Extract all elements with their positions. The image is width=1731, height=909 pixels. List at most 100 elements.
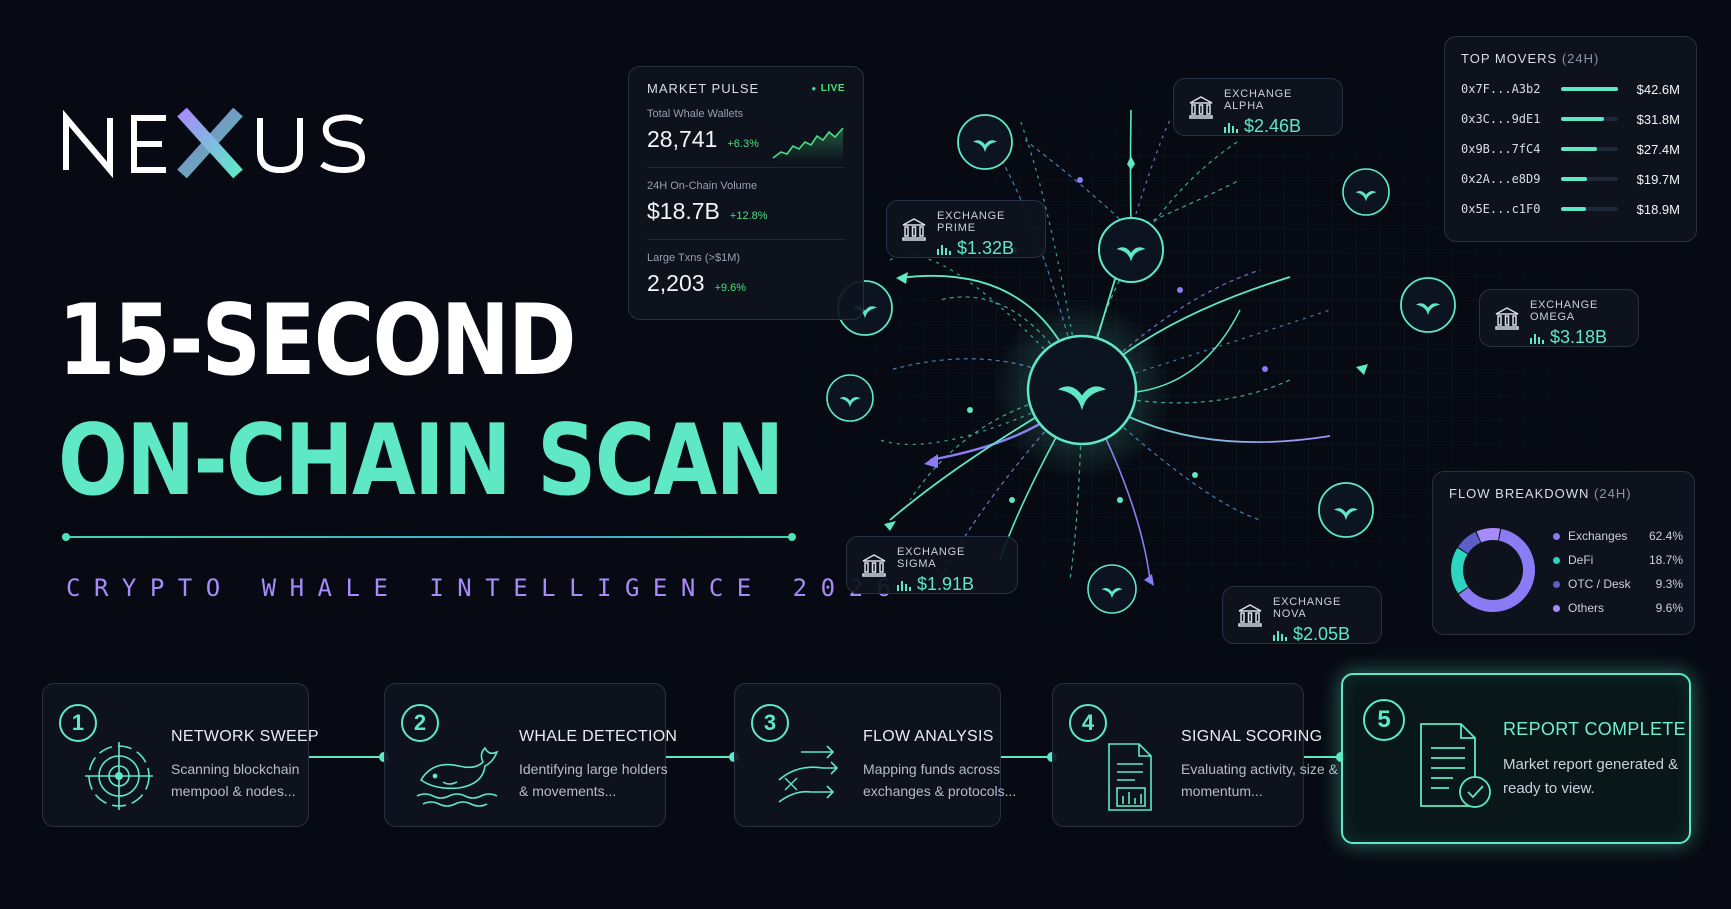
- legend-value: 18.7%: [1648, 553, 1683, 567]
- exchange-card-omega[interactable]: EXCHANGE OMEGA $3.18B: [1479, 289, 1639, 347]
- step-number: 2: [401, 704, 439, 742]
- step-description: Market report generated & ready to view.: [1503, 756, 1679, 797]
- flow-breakdown-period: (24H): [1594, 486, 1632, 501]
- top-mover-row[interactable]: 0x2A...e8D9 $19.7M: [1461, 164, 1680, 194]
- stat-change: +12.8%: [729, 210, 768, 222]
- exchange-name: EXCHANGE SIGMA: [897, 546, 966, 570]
- volume-bar-fill: [1561, 177, 1588, 181]
- exchange-value: $1.91B: [917, 574, 975, 594]
- volume-bar-fill: [1561, 207, 1587, 211]
- flow-breakdown-title: FLOW BREAKDOWN (24H): [1449, 486, 1678, 501]
- stat-row: 24H On-Chain Volume $18.7B+12.8%: [647, 168, 845, 240]
- headline-line-1: 15-SECOND: [58, 284, 576, 398]
- nexus-logo: [62, 107, 382, 179]
- wallet-address: 0x3C...9dE1: [1461, 112, 1541, 126]
- bank-icon: [862, 554, 886, 577]
- exchange-name: EXCHANGE ALPHA: [1224, 88, 1293, 112]
- step-signal-scoring[interactable]: 4 SIGNAL SCORING Evaluating activity, si…: [1052, 683, 1338, 827]
- bank-icon: [1495, 307, 1519, 330]
- step-flow-analysis[interactable]: 3 FLOW ANALYSIS Mapping funds across exc…: [734, 683, 1016, 827]
- bar-chart-icon: [937, 244, 951, 255]
- sparkline-chart: [772, 127, 844, 162]
- step-whale-detection[interactable]: 2 WHALE DETECTION Identifying large hold…: [384, 683, 677, 827]
- top-mover-row[interactable]: 0x7F...A3b2 $42.6M: [1461, 74, 1680, 104]
- wallet-amount: $19.7M: [1636, 171, 1680, 187]
- step-title: FLOW ANALYSIS: [863, 728, 994, 745]
- step-description: Scanning blockchain mempool & nodes...: [171, 761, 300, 799]
- legend-label: DeFi: [1568, 553, 1594, 567]
- exchange-name: EXCHANGE OMEGA: [1530, 299, 1599, 323]
- exchange-value: $1.32B: [957, 238, 1015, 258]
- donut-slice: [1458, 528, 1535, 612]
- step-description: Mapping funds across exchanges & protoco…: [863, 761, 1017, 799]
- legend-label: Others: [1568, 601, 1605, 615]
- volume-bar: [1561, 177, 1618, 181]
- legend-label: Exchanges: [1568, 529, 1628, 543]
- legend-dot: [1553, 556, 1560, 564]
- step-network-sweep[interactable]: 1 NETWORK SWEEP Scanning blockchain memp…: [42, 683, 319, 827]
- legend-dot: [1553, 580, 1560, 588]
- report-chart-icon: [1108, 743, 1152, 811]
- bar-chart-icon: [1273, 630, 1287, 641]
- volume-bar: [1561, 207, 1618, 211]
- flow-arrows-icon: [778, 745, 839, 803]
- exchange-card-nova[interactable]: EXCHANGE NOVA $2.05B: [1222, 586, 1382, 644]
- subtitle: CRYPTO WHALE INTELLIGENCE 2026: [66, 574, 905, 602]
- step-number: 5: [1363, 699, 1405, 741]
- wallet-address: 0x7F...A3b2: [1461, 82, 1541, 96]
- whale-icon: [416, 746, 499, 807]
- flow-breakdown-title-text: FLOW BREAKDOWN: [1449, 486, 1590, 501]
- exchange-card-prime[interactable]: EXCHANGE PRIME $1.32B: [886, 200, 1046, 258]
- bank-icon: [1238, 604, 1262, 627]
- exchange-card-sigma[interactable]: EXCHANGE SIGMA $1.91B: [846, 536, 1018, 594]
- stat-label: Large Txns (>$1M): [647, 252, 741, 264]
- headline-line-2: ON-CHAIN SCAN: [58, 404, 784, 518]
- top-mover-row[interactable]: 0x3C...9dE1$31.8M: [1461, 104, 1680, 134]
- wallet-amount: $27.4M: [1636, 141, 1680, 157]
- legend-dot: [1553, 604, 1560, 612]
- market-pulse-title: MARKET PULSE: [647, 81, 760, 96]
- step-number: 4: [1069, 704, 1107, 742]
- stat-change: +6.3%: [727, 138, 759, 150]
- volume-bar-fill: [1561, 147, 1598, 151]
- stat-label: Total Whale Wallets: [647, 108, 744, 120]
- legend-label: OTC / Desk: [1568, 577, 1631, 591]
- stat-row: Total Whale Wallets 28,741+6.3%: [647, 96, 845, 168]
- volume-bar: [1561, 147, 1618, 151]
- top-mover-row[interactable]: 0x5E...c1F0$18.9M: [1461, 194, 1680, 224]
- top-movers-period: (24H): [1561, 51, 1600, 66]
- bank-icon: [902, 218, 926, 241]
- top-mover-row[interactable]: 0x9B...7fC4$27.4M: [1461, 134, 1680, 164]
- exchange-card-alpha[interactable]: EXCHANGE ALPHA $2.46B: [1173, 78, 1343, 136]
- flow-legend-item: DeFi 18.7%: [1553, 548, 1683, 572]
- step-title: WHALE DETECTION: [519, 728, 678, 745]
- step-report-complete[interactable]: 5 REPORT COMPLETE Market report generate…: [1341, 673, 1691, 844]
- legend-dot: [1553, 532, 1560, 540]
- volume-bar-fill: [1561, 117, 1604, 121]
- title-divider: [62, 533, 796, 541]
- wallet-amount: $42.6M: [1636, 81, 1680, 97]
- step-description: Identifying large holders & movements...: [519, 761, 668, 799]
- market-pulse-panel: MARKET PULSE LIVE Total Whale Wallets 28…: [628, 66, 864, 320]
- donut-slice: [1457, 531, 1481, 554]
- volume-bar-fill: [1561, 87, 1618, 91]
- bar-chart-icon: [897, 580, 911, 591]
- stat-value: $18.7B: [647, 198, 720, 224]
- legend-value: 9.3%: [1655, 577, 1683, 591]
- bank-icon: [1189, 96, 1213, 119]
- volume-bar: [1561, 117, 1618, 121]
- report-check-icon: [1420, 723, 1491, 808]
- wallet-address: 0x2A...e8D9: [1461, 172, 1541, 186]
- donut-slice: [1451, 547, 1469, 594]
- donut-slice: [1476, 528, 1501, 543]
- exchange-value: $2.46B: [1244, 116, 1302, 136]
- radar-icon: [85, 742, 153, 810]
- top-movers-title: TOP MOVERS (24H): [1461, 51, 1680, 66]
- step-number: 1: [59, 704, 97, 742]
- volume-bar: [1561, 87, 1618, 91]
- stat-change: +9.6%: [714, 282, 747, 294]
- top-movers-title-text: TOP MOVERS: [1461, 51, 1558, 66]
- step-title: NETWORK SWEEP: [171, 728, 319, 745]
